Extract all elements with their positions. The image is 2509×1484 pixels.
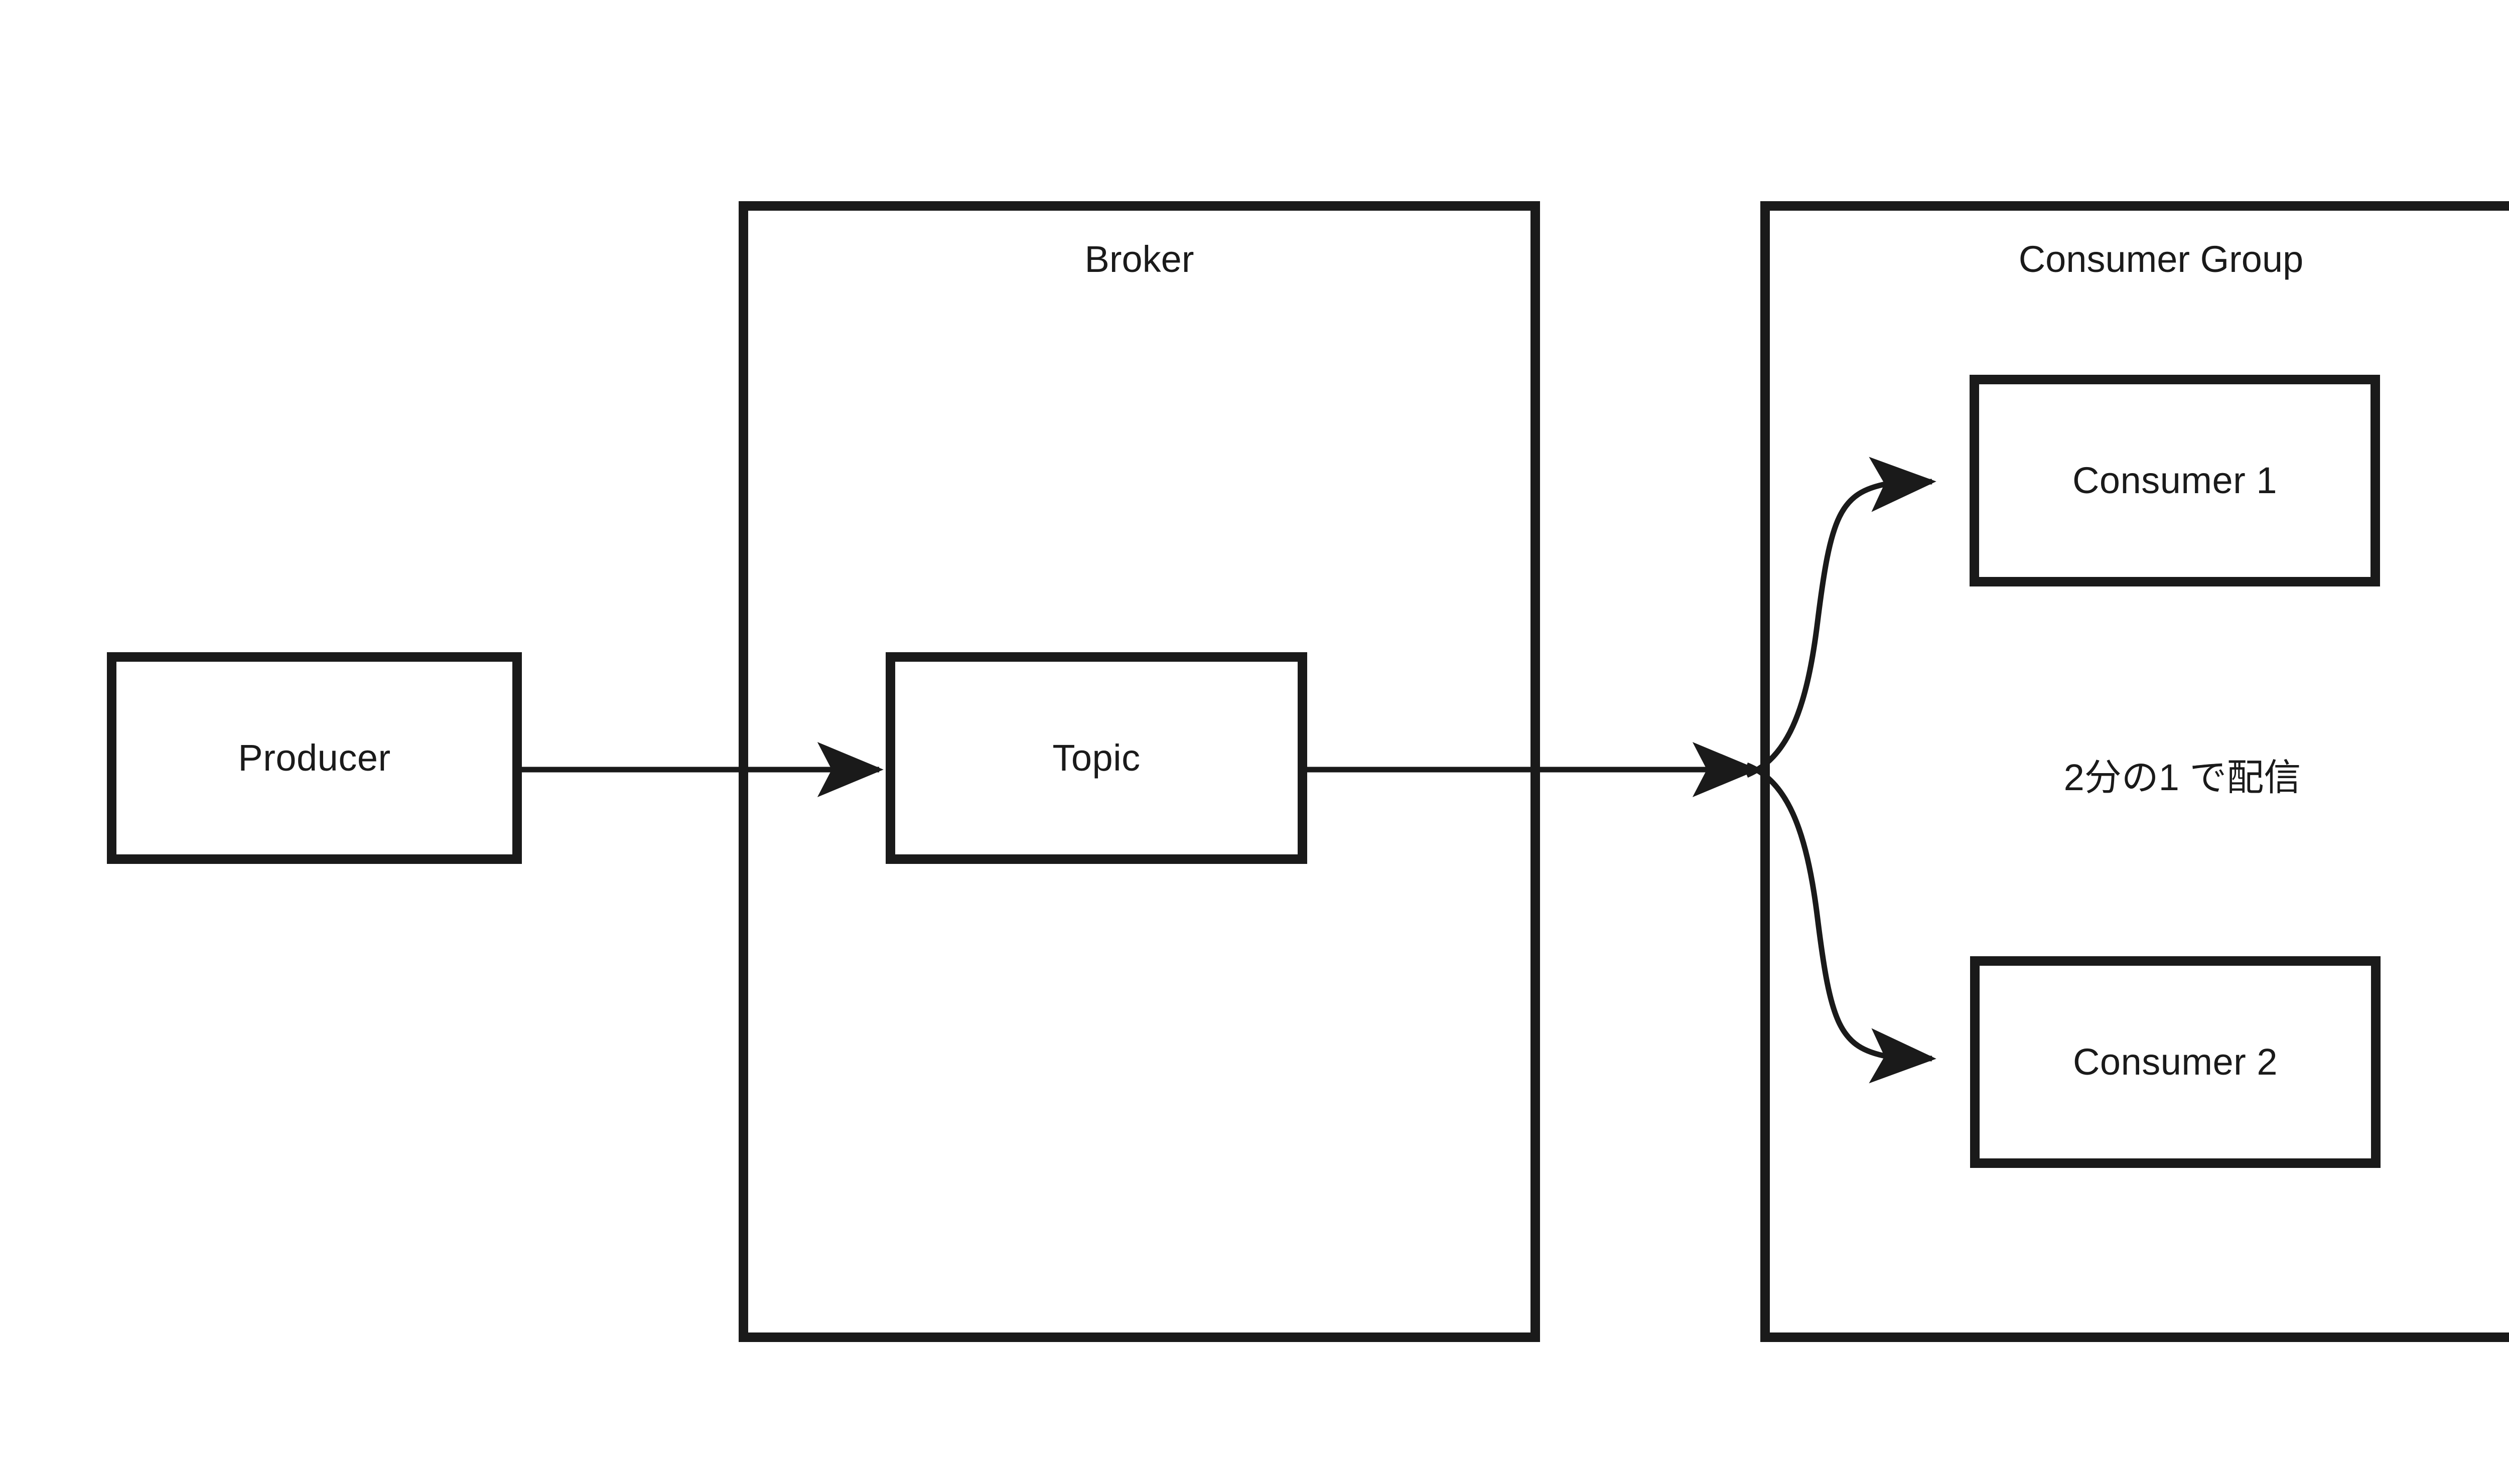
topic-label: Topic	[1052, 737, 1141, 779]
topic-node[interactable]: Topic	[886, 652, 1307, 864]
consumer-2-node[interactable]: Consumer 2	[1970, 956, 2381, 1168]
producer-label: Producer	[238, 737, 391, 779]
consumer-2-label: Consumer 2	[2072, 1041, 2278, 1083]
broker-container[interactable]: Broker	[739, 201, 1540, 1342]
consumer-1-label: Consumer 1	[2072, 460, 2278, 501]
consumer-group-container[interactable]: Consumer Group	[1760, 201, 2509, 1342]
distribution-note: 2分の1 で配信	[2063, 757, 2301, 798]
consumer-group-title: Consumer Group	[2018, 238, 2304, 280]
producer-node[interactable]: Producer	[107, 652, 522, 864]
broker-title: Broker	[1084, 238, 1194, 280]
consumer-1-node[interactable]: Consumer 1	[1970, 375, 2380, 586]
